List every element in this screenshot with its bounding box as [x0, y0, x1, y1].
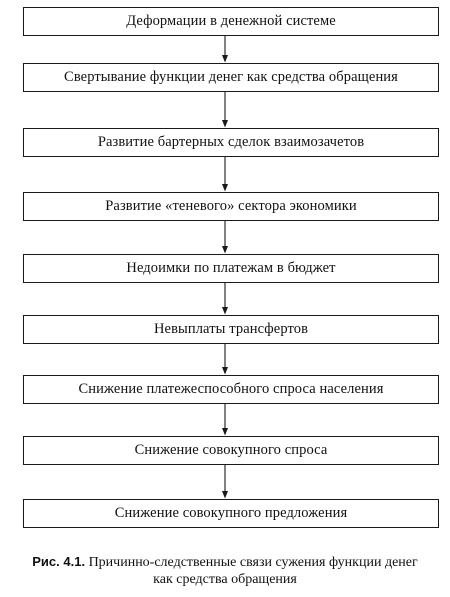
flow-arrow [222, 344, 228, 375]
flow-step-aggregate-supply-decline: Снижение совокупного предложения [23, 499, 439, 528]
flow-step-shadow-economy: Развитие «теневого» сектора экономики [23, 192, 439, 221]
flow-arrow-head [222, 367, 228, 375]
caption-line-1: Рис. 4.1. Причинно-следственные связи су… [0, 553, 450, 571]
flow-arrow [222, 283, 228, 315]
flow-step-solvent-demand-decline: Снижение платежеспособного спроса населе… [23, 375, 439, 404]
flow-step-transfer-nonpayments: Невыплаты трансфертов [23, 315, 439, 344]
flow-arrow-head [222, 428, 228, 436]
flow-arrow [222, 36, 228, 63]
flow-arrow [222, 465, 228, 499]
flow-step-barter-deals: Развитие бартерных сделок взаимозачетов [23, 128, 439, 157]
flow-arrow [222, 221, 228, 254]
flow-arrow-head [222, 491, 228, 499]
flow-step-budget-arrears: Недоимки по платежам в бюджет [23, 254, 439, 283]
flow-arrow [222, 92, 228, 128]
flow-arrow-head [222, 307, 228, 315]
flow-step-aggregate-demand-decline: Снижение совокупного спроса [23, 436, 439, 465]
figure-caption: Рис. 4.1. Причинно-следственные связи су… [0, 553, 450, 588]
figure-number: Рис. 4.1. [32, 554, 86, 569]
flow-arrow-head [222, 246, 228, 254]
flow-arrow [222, 404, 228, 436]
flow-step-deformations: Деформации в денежной системе [23, 7, 439, 36]
flow-arrow-head [222, 184, 228, 192]
flow-step-money-function-contraction: Свертывание функции денег как средства о… [23, 63, 439, 92]
flow-arrow-head [222, 120, 228, 128]
flow-arrow-head [222, 55, 228, 63]
flow-arrow [222, 157, 228, 192]
caption-text-line-2: как средства обращения [153, 572, 297, 587]
caption-text-line-1: Причинно-следственные связи сужения функ… [88, 555, 418, 570]
